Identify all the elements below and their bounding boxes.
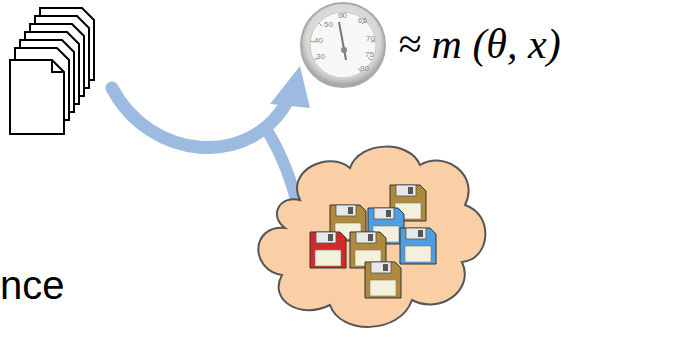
gauge-icon <box>301 3 385 87</box>
gauge-number: 70 <box>366 34 375 43</box>
document-stack <box>10 8 94 134</box>
formula: ≈ m (θ, x) <box>398 20 561 68</box>
gauge-number: 65 <box>358 16 367 25</box>
gauge-number: 75 <box>365 50 374 59</box>
gauge-number: 50 <box>324 20 333 29</box>
gauge-number: 80 <box>360 64 369 73</box>
partial-word: nce <box>0 263 65 308</box>
gauge-number: 60 <box>338 11 347 20</box>
curved-arrow <box>112 66 310 215</box>
gauge-number: 40 <box>314 36 323 45</box>
storage-cloud <box>258 147 485 327</box>
gauge-number: 30 <box>316 52 325 61</box>
